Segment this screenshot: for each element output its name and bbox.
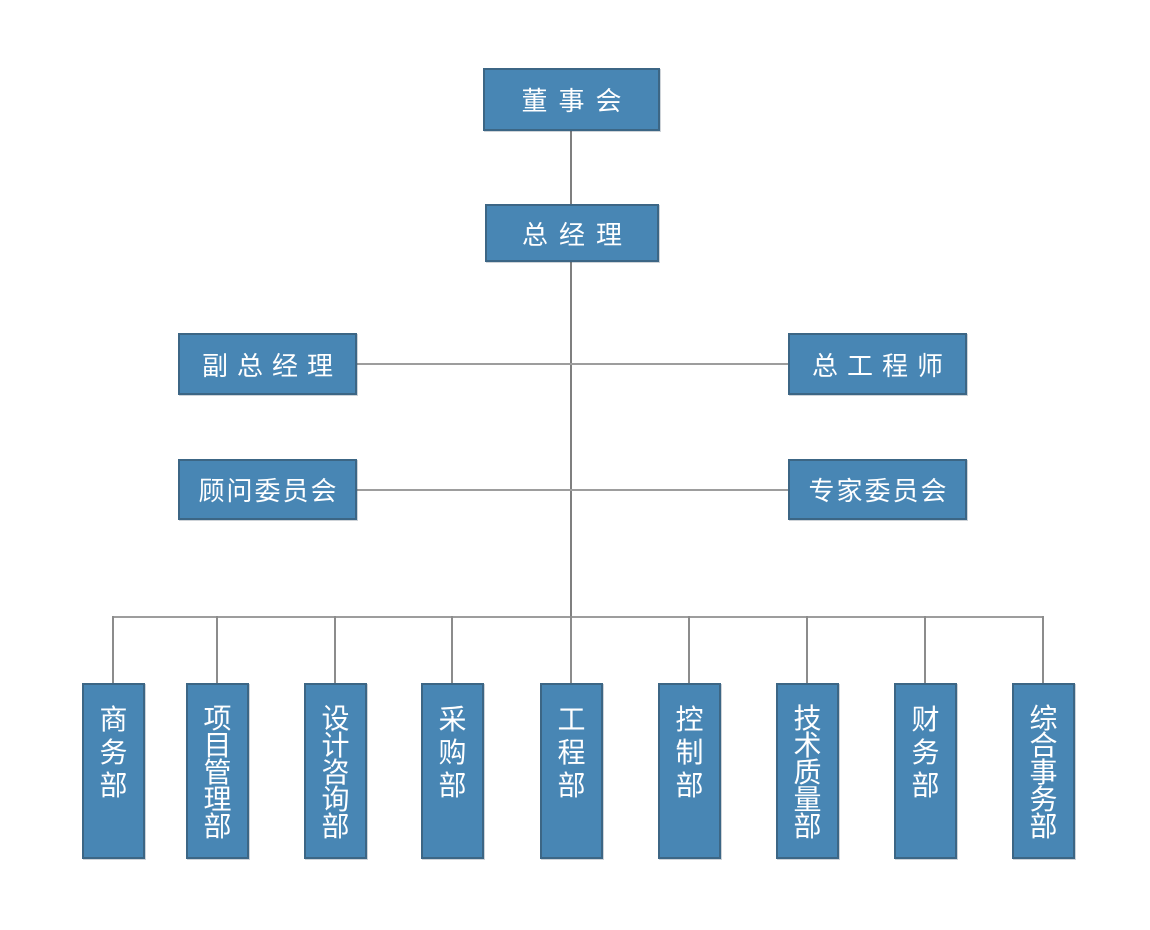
- node-advisory-committee: 顾问委员会: [178, 459, 357, 520]
- node-dept-technical-quality: 技 术 质 量 部: [776, 683, 839, 859]
- node-general-manager-label: 总经理: [521, 219, 633, 250]
- connector-drop-1: [112, 616, 114, 683]
- dept-label: 综 合 事 务 部: [1029, 703, 1058, 842]
- dept-label: 技 术 质 量 部: [793, 703, 822, 842]
- node-general-manager: 总经理: [485, 204, 659, 262]
- node-deputy-general-manager: 副总经理: [178, 333, 357, 395]
- connector-drop-4: [451, 616, 453, 683]
- node-board-label: 董事会: [521, 86, 633, 116]
- connector-drop-5: [570, 616, 572, 683]
- connector-drop-3: [334, 616, 336, 683]
- dept-label: 设 计 咨 询 部: [321, 703, 350, 842]
- connector-board-to-gm: [570, 131, 572, 204]
- node-chief-engineer-label: 总工程师: [811, 350, 952, 381]
- node-advisory-committee-label: 顾问委员会: [198, 476, 339, 506]
- node-expert-committee: 专家委员会: [788, 459, 967, 520]
- node-chief-engineer: 总工程师: [788, 333, 967, 395]
- connector-drop-6: [688, 616, 690, 683]
- connector-deputy-chief: [356, 363, 788, 365]
- dept-label: 财 务 部: [911, 704, 940, 801]
- node-board-of-directors: 董事会: [483, 68, 660, 131]
- connector-drop-2: [216, 616, 218, 683]
- node-dept-finance: 财 务 部: [894, 683, 957, 859]
- node-expert-committee-label: 专家委员会: [808, 476, 949, 506]
- node-dept-control: 控 制 部: [658, 683, 721, 859]
- dept-label: 商 务 部: [99, 704, 128, 801]
- dept-label: 控 制 部: [675, 704, 704, 801]
- node-deputy-general-manager-label: 副总经理: [201, 350, 342, 381]
- dept-label: 工 程 部: [557, 704, 586, 801]
- connector-gm-trunk: [570, 261, 572, 617]
- connector-drop-9: [1042, 616, 1044, 683]
- node-dept-design-consulting: 设 计 咨 询 部: [304, 683, 367, 859]
- connector-departments-rail: [112, 616, 1044, 618]
- connector-drop-8: [924, 616, 926, 683]
- node-dept-general-affairs: 综 合 事 务 部: [1012, 683, 1075, 859]
- dept-label: 项 目 管 理 部: [203, 703, 232, 842]
- node-dept-project-management: 项 目 管 理 部: [186, 683, 249, 859]
- node-dept-commerce: 商 务 部: [82, 683, 145, 859]
- node-dept-engineering: 工 程 部: [540, 683, 603, 859]
- connector-committees: [356, 489, 788, 491]
- node-dept-procurement: 采 购 部: [421, 683, 484, 859]
- connector-drop-7: [806, 616, 808, 683]
- dept-label: 采 购 部: [438, 704, 467, 801]
